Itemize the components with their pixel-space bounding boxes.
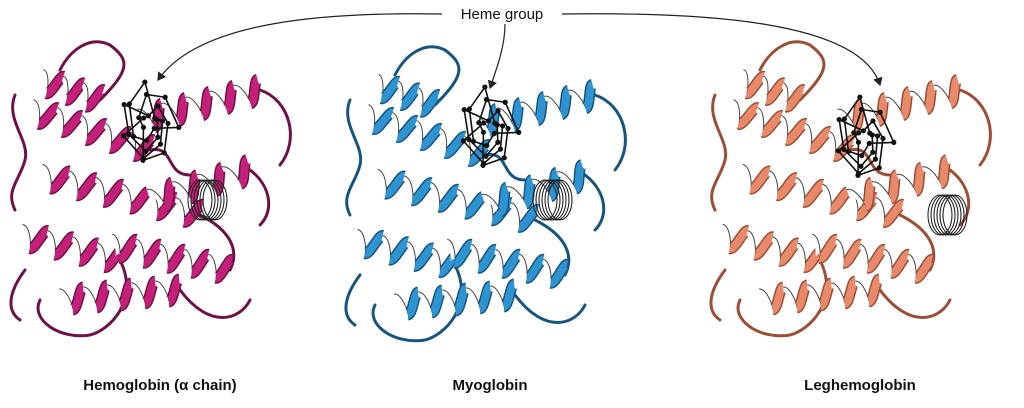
leghemoglobin-structure (709, 40, 992, 338)
heme-group-label: Heme group (442, 6, 562, 23)
leghemoglobin-label: Leghemoglobin (804, 377, 916, 394)
heme-arrow-myoglobin (487, 23, 506, 90)
myoglobin-structure (344, 45, 627, 343)
heme-arrows (157, 13, 883, 90)
myoglobin-label: Myoglobin (452, 377, 528, 394)
hemoglobin-structure (9, 40, 292, 338)
hemoglobin-label: Hemoglobin (α chain) (83, 377, 237, 394)
heme-arrow-hemoglobin (157, 13, 443, 81)
heme-arrow-leghemoglobin (561, 13, 883, 87)
